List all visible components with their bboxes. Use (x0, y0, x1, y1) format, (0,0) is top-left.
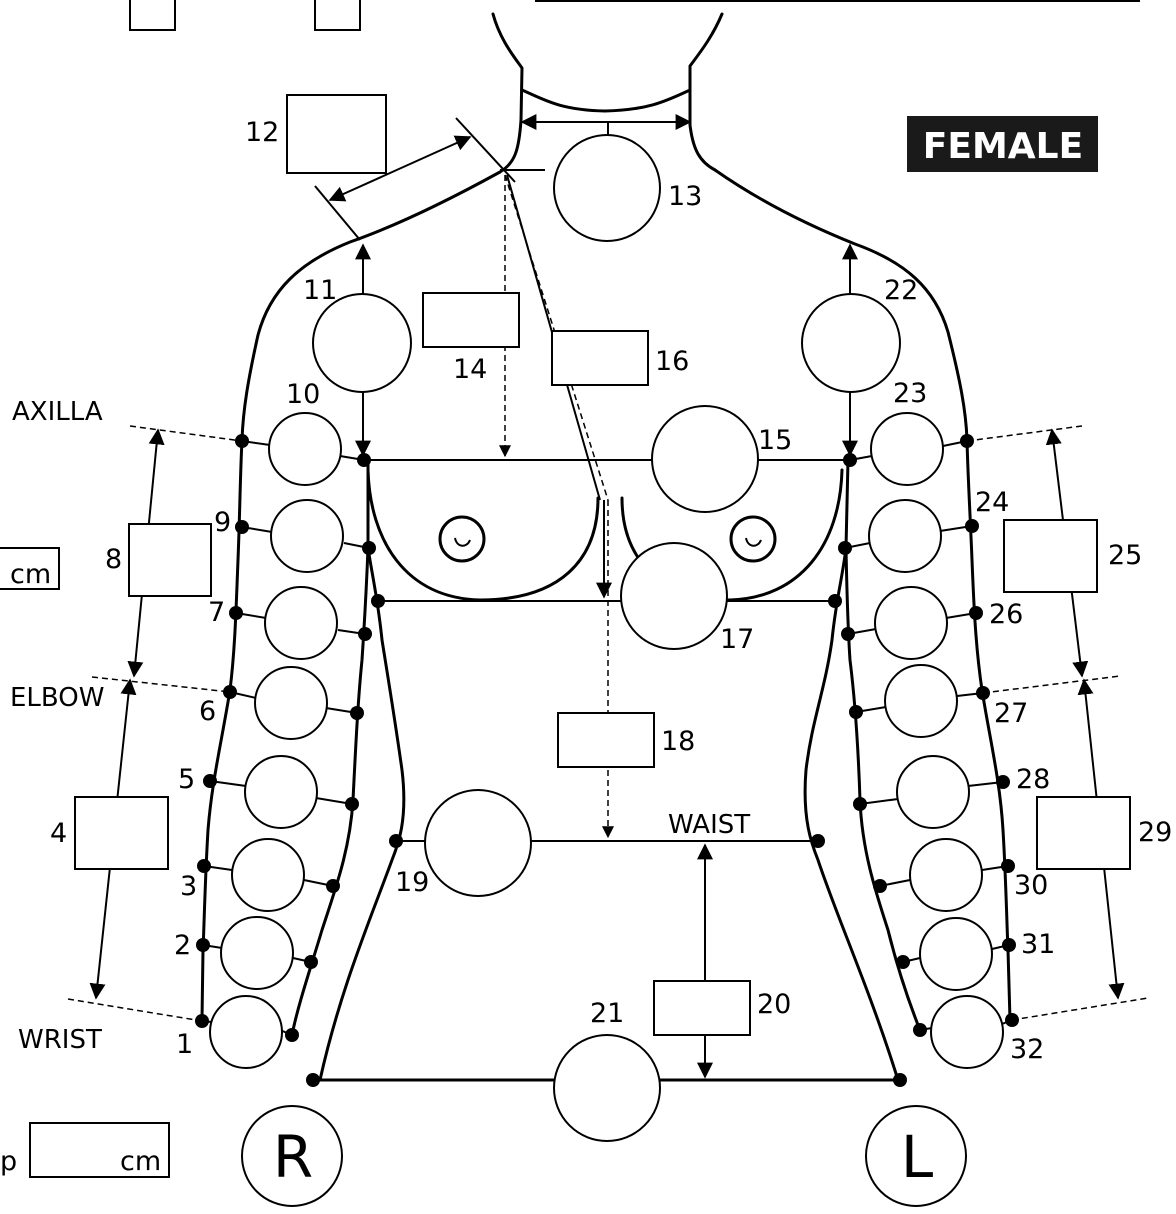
field-11[interactable] (313, 294, 411, 392)
field-24[interactable] (869, 500, 941, 572)
top-left-box-1[interactable] (130, 0, 175, 30)
num-16: 16 (655, 346, 689, 377)
field-16[interactable] (552, 331, 648, 385)
num-32: 32 (1010, 1034, 1044, 1065)
num-22: 22 (884, 275, 918, 306)
field-18[interactable] (558, 713, 654, 767)
num-5: 5 (178, 764, 195, 795)
num-9: 9 (214, 507, 231, 538)
field-10[interactable] (269, 413, 341, 485)
num-2: 2 (174, 930, 191, 961)
field-12[interactable] (287, 95, 386, 173)
field-4[interactable] (75, 797, 168, 869)
field-19[interactable] (425, 790, 531, 896)
num-27: 27 (994, 698, 1028, 729)
num-3: 3 (180, 871, 197, 902)
num-7: 7 (208, 597, 225, 628)
field-3[interactable] (232, 839, 304, 911)
field-32[interactable] (931, 996, 1003, 1068)
field-25[interactable] (1004, 520, 1097, 592)
num-12: 12 (245, 117, 279, 148)
num-30: 30 (1014, 870, 1048, 901)
field-29[interactable] (1037, 797, 1130, 869)
num-18: 18 (661, 726, 695, 757)
top-left-box-2[interactable] (315, 0, 360, 30)
field-13[interactable] (554, 135, 660, 241)
field-30[interactable] (910, 839, 982, 911)
num-26: 26 (989, 599, 1023, 630)
num-1: 1 (176, 1029, 193, 1060)
num-21: 21 (590, 998, 624, 1029)
num-10: 10 (286, 379, 320, 410)
field-7[interactable] (265, 587, 337, 659)
field-1[interactable] (210, 996, 282, 1068)
label-axilla: AXILLA (12, 397, 103, 427)
field-6[interactable] (255, 667, 327, 739)
gender-badge-label: FEMALE (923, 126, 1083, 167)
num-13: 13 (668, 181, 702, 212)
field-26[interactable] (875, 587, 947, 659)
field-28[interactable] (897, 756, 969, 828)
num-28: 28 (1016, 764, 1050, 795)
num-24: 24 (975, 487, 1009, 518)
bottom-cm-unit: cm (120, 1146, 161, 1177)
field-8[interactable] (129, 524, 211, 596)
field-9[interactable] (271, 500, 343, 572)
num-8: 8 (105, 544, 122, 575)
field-15[interactable] (652, 406, 758, 512)
field-17[interactable] (621, 543, 727, 649)
num-11: 11 (303, 275, 337, 306)
num-19: 19 (395, 867, 429, 898)
field-5[interactable] (245, 756, 317, 828)
num-25: 25 (1108, 540, 1142, 571)
field-2[interactable] (221, 917, 293, 989)
num-6: 6 (199, 696, 216, 727)
num-31: 31 (1021, 929, 1055, 960)
field-31[interactable] (920, 918, 992, 990)
num-4: 4 (50, 818, 67, 849)
num-17: 17 (720, 624, 754, 655)
left-side-label: L (901, 1123, 933, 1191)
field-21[interactable] (554, 1035, 660, 1141)
field-22[interactable] (802, 294, 900, 392)
field-20[interactable] (654, 981, 750, 1035)
field-27[interactable] (885, 665, 957, 737)
num-14: 14 (453, 354, 487, 385)
num-15: 15 (758, 425, 792, 456)
bottom-field-prefix: p (0, 1146, 17, 1177)
label-elbow: ELBOW (10, 683, 104, 713)
right-side-label: R (273, 1123, 313, 1191)
field-23[interactable] (871, 413, 943, 485)
num-23: 23 (893, 378, 927, 409)
label-wrist: WRIST (18, 1025, 102, 1055)
label-waist: WAIST (668, 810, 750, 840)
num-29: 29 (1138, 817, 1172, 848)
left-cm-unit: cm (10, 559, 51, 590)
field-14[interactable] (423, 293, 519, 347)
num-20: 20 (757, 989, 791, 1020)
